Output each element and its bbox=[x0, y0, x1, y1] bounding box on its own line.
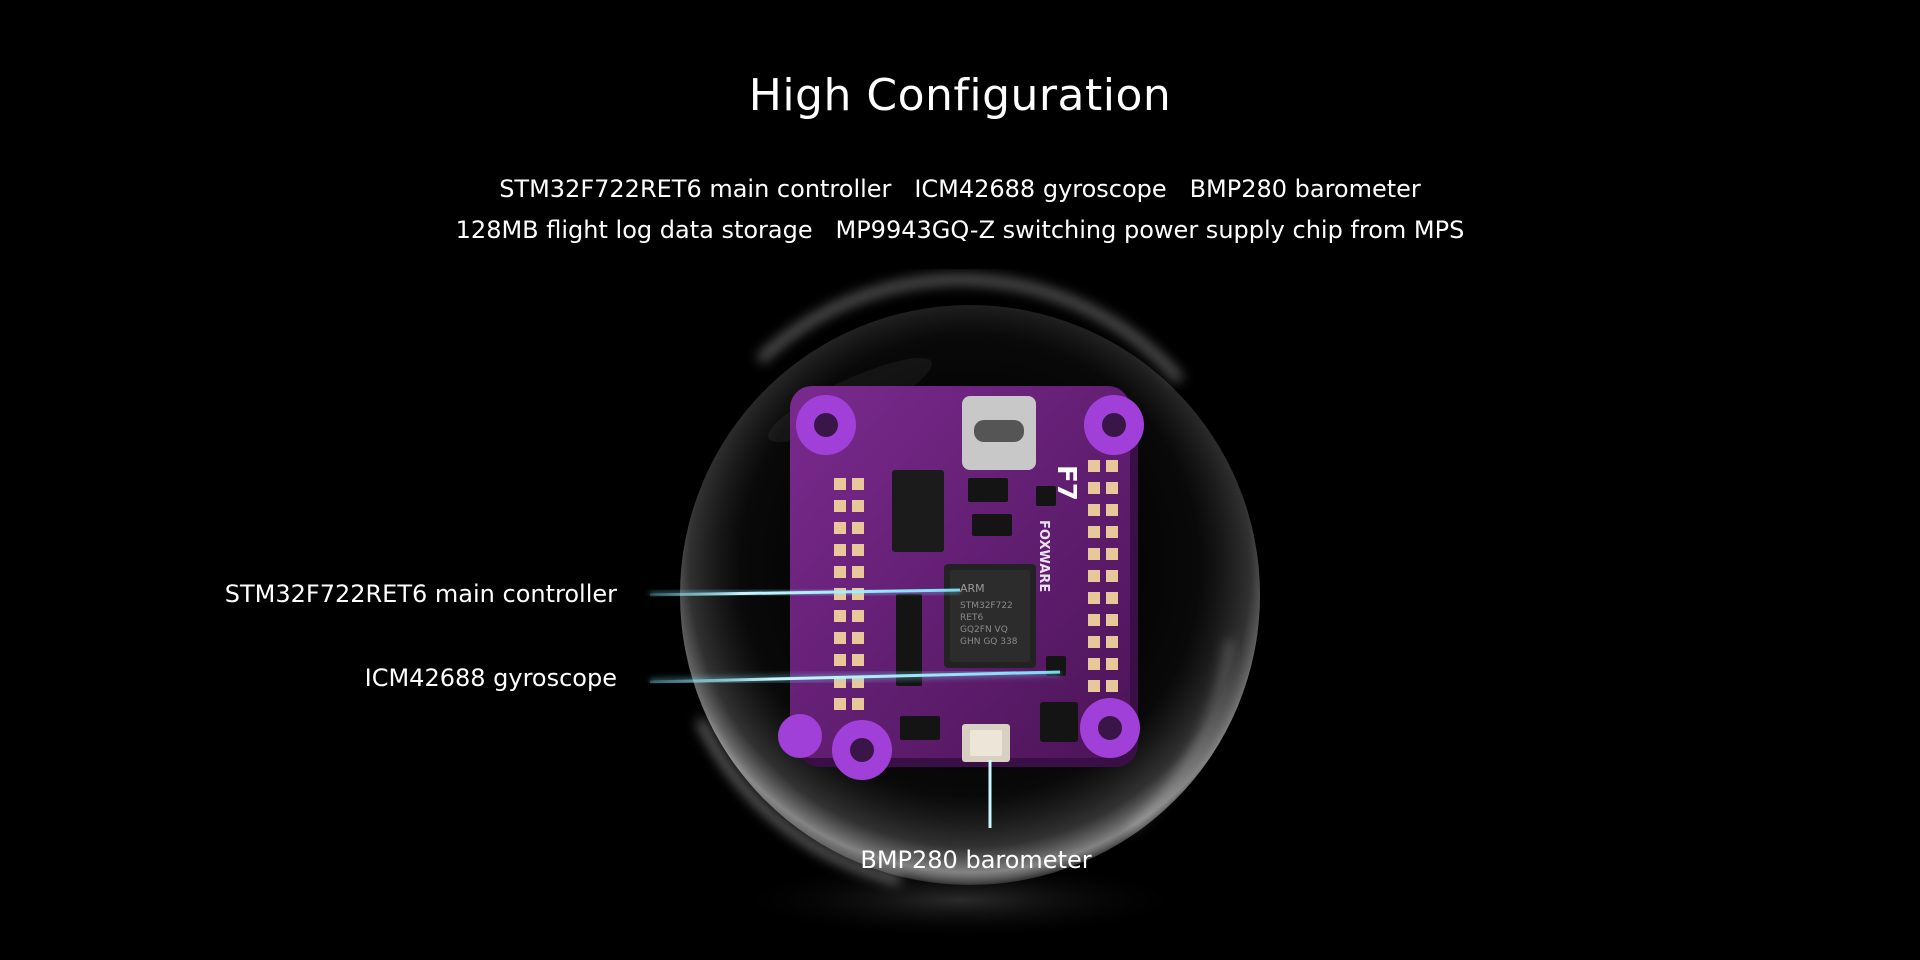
left-pads bbox=[834, 478, 864, 710]
chip-text-line: RET6 bbox=[960, 613, 983, 623]
barometer-chip bbox=[962, 724, 1010, 762]
model-text: F7 bbox=[1051, 465, 1081, 501]
mcu-chip: ARM STM32F722 RET6 GQ2FN VQ GHN GQ 338 bbox=[944, 564, 1036, 668]
callout-mcu-label: STM32F722RET6 main controller bbox=[224, 580, 617, 608]
chip-text-line: GHN GQ 338 bbox=[960, 637, 1018, 647]
callout-baro-label: BMP280 barometer bbox=[860, 846, 1092, 874]
flight-controller-board: ARM STM32F722 RET6 GQ2FN VQ GHN GQ 338 F… bbox=[778, 386, 1144, 780]
right-pads bbox=[1088, 460, 1118, 692]
brand-text: FOXWARE bbox=[1036, 520, 1051, 592]
page-title: High Configuration bbox=[748, 70, 1172, 121]
chip-text-line: GQ2FN VQ bbox=[960, 625, 1008, 635]
flash-memory-chip bbox=[892, 470, 944, 552]
spec-line-1: STM32F722RET6 main controller ICM42688 g… bbox=[499, 175, 1421, 203]
chip-text-line: STM32F722 bbox=[960, 601, 1013, 611]
callout-gyro-label: ICM42688 gyroscope bbox=[364, 664, 617, 692]
floor-reflection bbox=[730, 860, 1190, 940]
spec-line-2: 128MB flight log data storage MP9943GQ-Z… bbox=[455, 216, 1465, 244]
mounting-grommets bbox=[778, 395, 1144, 780]
callout-lines bbox=[649, 586, 1061, 828]
chip-brand-text: ARM bbox=[960, 582, 985, 595]
